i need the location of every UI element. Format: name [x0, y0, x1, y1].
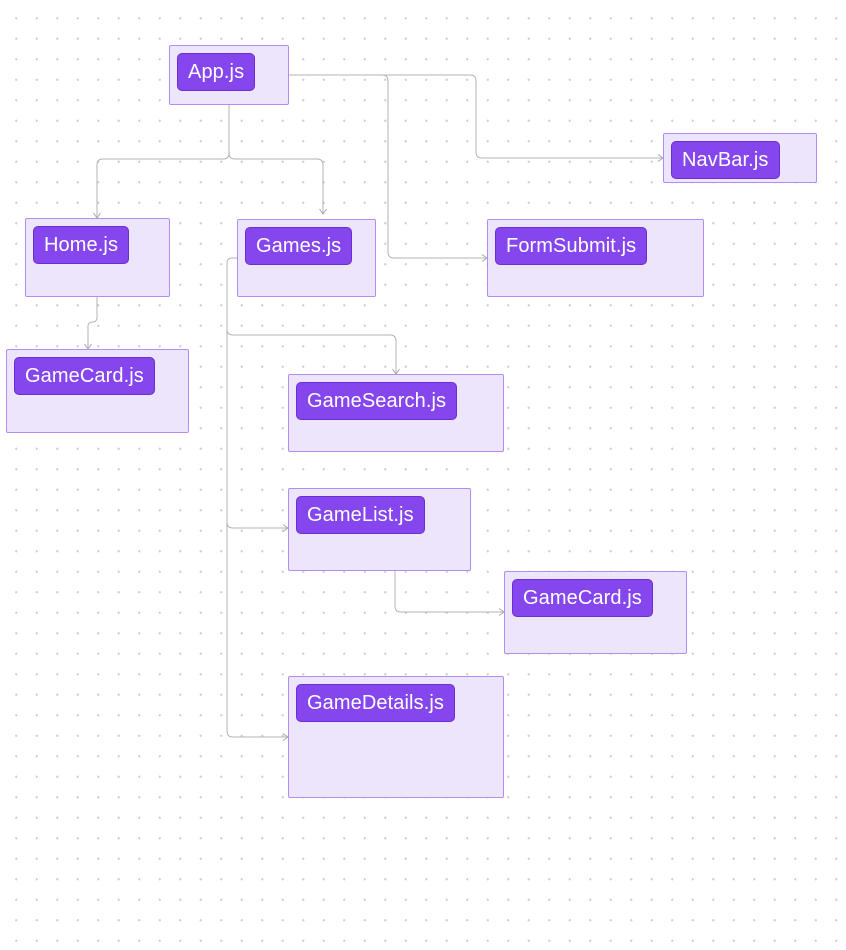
- node-games[interactable]: Games.js: [237, 219, 376, 297]
- node-gamesearch[interactable]: GameSearch.js: [288, 374, 504, 452]
- node-home-label: Home.js: [33, 226, 130, 264]
- node-gamecard-list[interactable]: GameCard.js: [504, 571, 687, 654]
- node-app-label: App.js: [177, 53, 256, 91]
- edge-home-gamecard: [87, 297, 98, 349]
- node-navbar[interactable]: NavBar.js: [663, 133, 817, 183]
- node-gamecard-home-label: GameCard.js: [14, 357, 155, 395]
- node-app[interactable]: App.js: [169, 45, 289, 105]
- node-gamedetails-label: GameDetails.js: [296, 684, 455, 722]
- node-gamelist-label: GameList.js: [296, 496, 425, 534]
- node-gamecard-home[interactable]: GameCard.js: [6, 349, 189, 433]
- node-formsubmit-label: FormSubmit.js: [495, 227, 648, 265]
- node-navbar-label: NavBar.js: [671, 141, 780, 179]
- edge-app-navbar: [289, 74, 663, 159]
- node-formsubmit[interactable]: FormSubmit.js: [487, 219, 704, 297]
- edge-games-gamelist: [226, 330, 288, 529]
- edge-gamelist-gamecard: [394, 571, 504, 613]
- node-home[interactable]: Home.js: [25, 218, 170, 297]
- edge-app-home: [96, 105, 230, 218]
- edge-app-games: [228, 105, 324, 214]
- node-games-label: Games.js: [245, 227, 353, 265]
- node-gamecard-list-label: GameCard.js: [512, 579, 653, 617]
- node-gamedetails[interactable]: GameDetails.js: [288, 676, 504, 798]
- edge-app-games-arrowhead: [319, 208, 327, 215]
- node-gamelist[interactable]: GameList.js: [288, 488, 471, 571]
- node-gamesearch-label: GameSearch.js: [296, 382, 458, 420]
- edge-games-gamedetails: [226, 520, 288, 738]
